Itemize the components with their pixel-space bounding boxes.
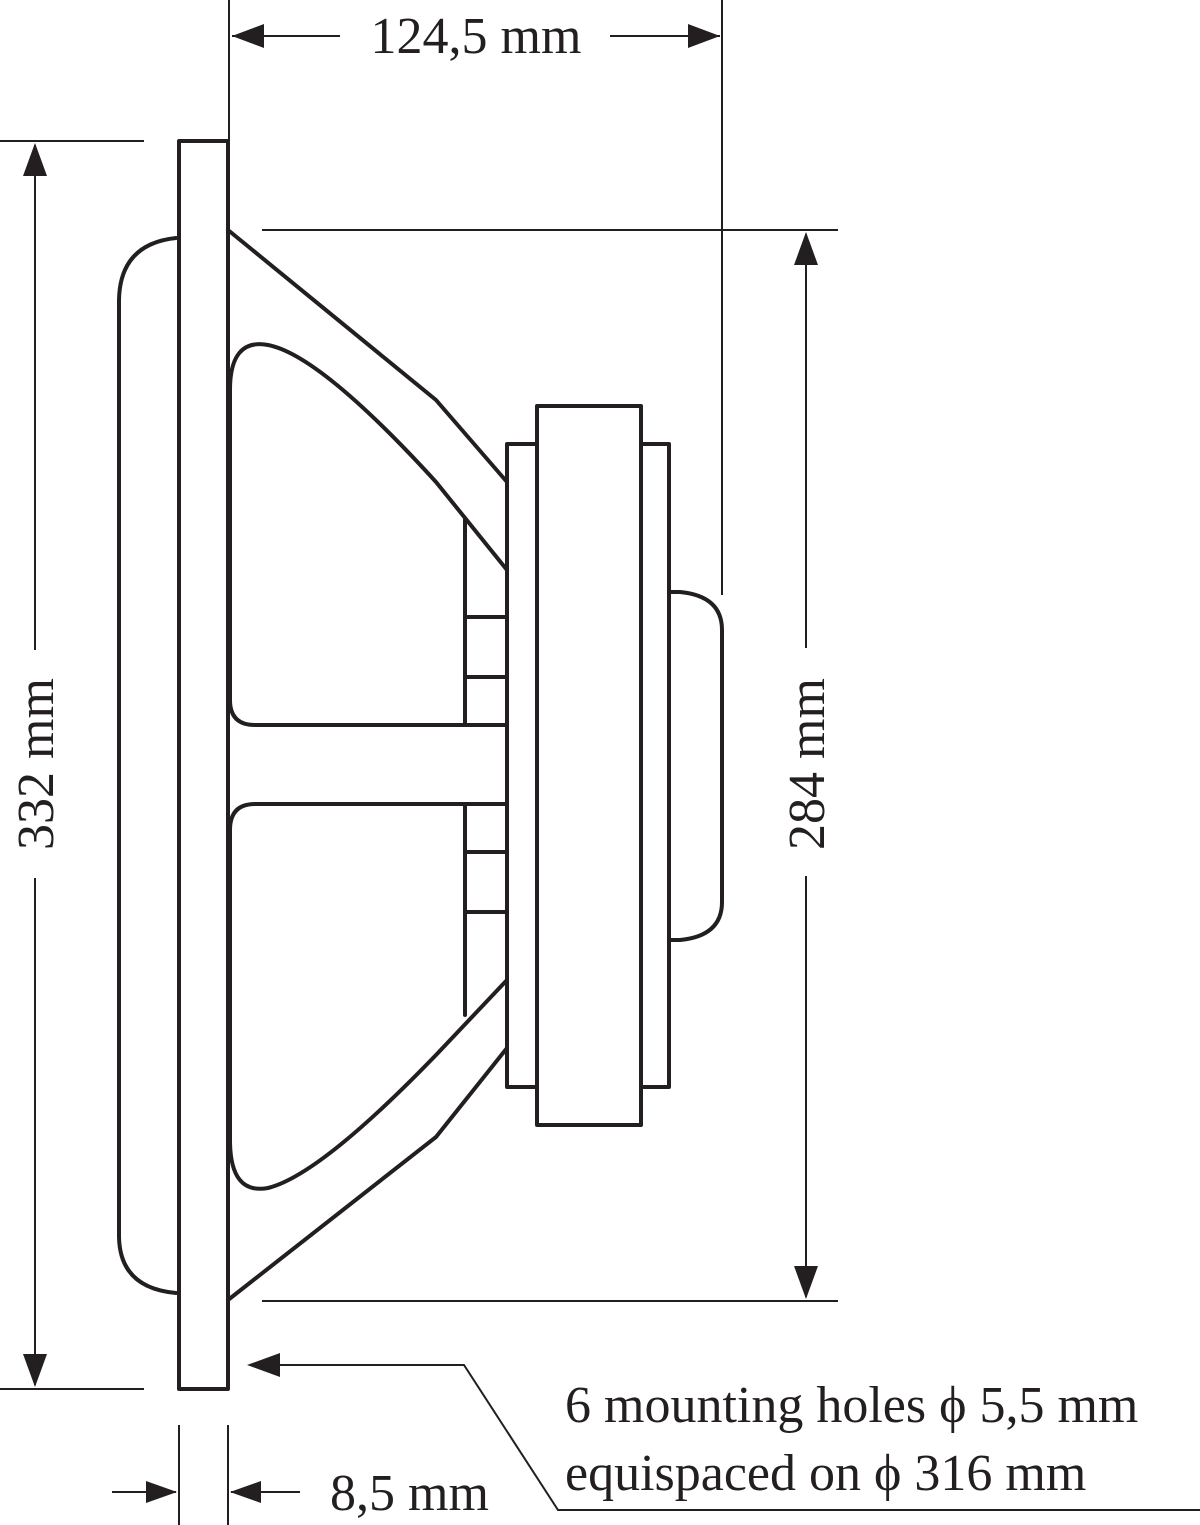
depth-dimension: 124,5 mm [232,8,720,65]
flange-thickness-dimension: 8,5 mm [112,1465,489,1522]
basket-window-lower [228,802,509,1191]
arrowhead-up [23,143,47,176]
arrowhead-left [230,1481,261,1503]
basket-frame-lower [226,1046,509,1302]
arrowhead-down [794,1266,818,1299]
front-plate [505,442,539,1089]
arrowhead-down [23,1354,47,1387]
extension-lines [0,0,838,1525]
flange-thickness-label: 8,5 mm [330,1465,489,1522]
basket-window-upper [228,342,509,727]
overall-diameter-dimension: 332 mm [8,143,65,1387]
mounting-note-line1: 6 mounting holes ϕ 5,5 mm [565,1377,1138,1434]
overall-diameter-label: 332 mm [8,678,65,850]
arrowhead-right [688,24,720,48]
back-plate [639,442,671,1089]
arrowhead-left [232,24,264,48]
mounting-note-line2: equispaced on ϕ 316 mm [565,1445,1086,1502]
arrowhead-right [146,1481,177,1503]
basket-frame-upper [226,228,509,484]
depth-label: 124,5 mm [371,8,582,65]
arrowhead-left [247,1353,280,1377]
magnet [535,404,643,1127]
cutout-diameter-dimension: 284 mm [779,232,836,1299]
cutout-diameter-label: 284 mm [779,678,836,850]
mounting-holes-callout: 6 mounting holes ϕ 5,5 mm equispaced on … [247,1353,1200,1511]
speaker-outline [117,139,724,1391]
arrowhead-up [794,232,818,265]
front-gasket [117,236,178,1295]
rear-cap [667,590,724,942]
mounting-flange [177,139,230,1391]
